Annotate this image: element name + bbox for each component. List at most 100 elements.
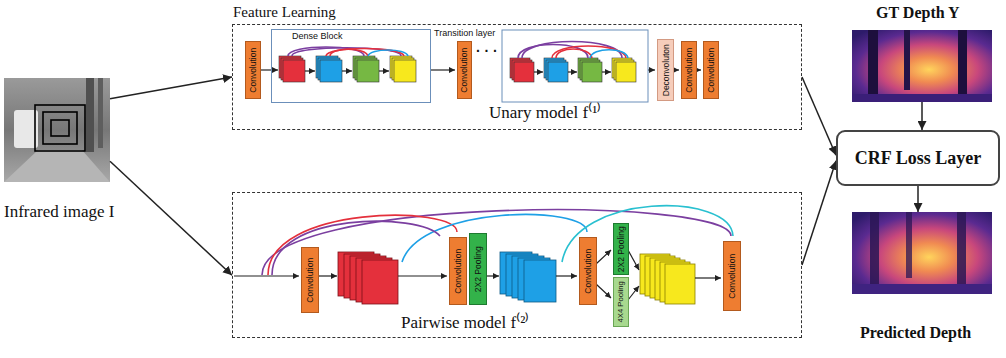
layer-label: 2X2 Pooling (617, 226, 626, 272)
model-label: Pairwise model f⁽²⁾ (401, 313, 529, 333)
pooling-layer: 4X4 Pooling (613, 277, 629, 327)
dense-layers (279, 56, 416, 82)
dense-layers (357, 60, 379, 82)
skip-links (262, 206, 733, 275)
image-caption: GT Depth Y (876, 4, 960, 22)
pooling-layer: 2X2 Pooling (469, 233, 487, 305)
flow-arrow (921, 102, 923, 130)
flow-arrows (695, 277, 721, 278)
feature-maps (500, 252, 556, 302)
dense-layers (394, 60, 416, 82)
flow-arrow (802, 161, 836, 265)
layer-label: 4X4 Pooling (617, 281, 625, 322)
infrared-picture (4, 78, 110, 182)
skip-links (402, 214, 587, 262)
model-group: Pairwise model f⁽²⁾ Convolution Convolutio… (232, 192, 802, 338)
flow-arrows (534, 71, 611, 72)
dense-layers (514, 62, 534, 82)
conv-layer: Convolution (723, 241, 741, 311)
image-caption: Predicted Depth (860, 324, 971, 342)
infrared-picture (86, 78, 94, 152)
infrared-picture (35, 105, 85, 151)
dense-links (552, 46, 626, 58)
infrared-picture (51, 120, 69, 136)
infrared-picture (98, 78, 103, 148)
depth-picture (852, 30, 992, 102)
flow-arrows (628, 250, 639, 270)
depth-picture (852, 284, 992, 294)
depth-picture (904, 30, 910, 90)
dense-layers (548, 62, 568, 82)
flow-arrows (534, 71, 543, 72)
dense-links (590, 50, 628, 58)
feature-maps (524, 260, 556, 302)
flow-arrows (234, 275, 299, 276)
flow-arrows (556, 275, 577, 276)
dense-block-outline (502, 30, 648, 102)
skip-links (262, 210, 731, 275)
layer-label: Convolution (249, 48, 258, 93)
layer-label: Convolution (728, 254, 737, 299)
feature-maps (338, 252, 398, 304)
flow-arrows (568, 71, 577, 72)
depth-picture (852, 94, 992, 102)
dense-links (518, 42, 628, 59)
model-label: Unary model f⁽¹⁾ (489, 103, 601, 123)
depth-picture (868, 30, 878, 96)
dense-layers (616, 62, 636, 82)
skip-links (268, 215, 457, 275)
dense-layers (283, 60, 305, 82)
flow-arrows (305, 70, 315, 71)
layer-label: Convolution (460, 48, 469, 93)
dense-links (556, 49, 592, 58)
depth-picture (852, 30, 992, 102)
dense-layers (320, 60, 342, 82)
dense-links (288, 47, 408, 56)
conv-layer: Convolution (449, 237, 467, 305)
feature-maps (640, 254, 695, 304)
depth-picture (958, 30, 967, 96)
dense-links (368, 50, 408, 56)
loss-box: CRF Loss Layer (836, 130, 1000, 186)
layer-label: 2X2 Pooling (474, 246, 483, 292)
infrared-picture (4, 78, 110, 182)
flow-arrows (430, 69, 455, 70)
conv-layer: Convolution (579, 237, 597, 305)
flow-arrow (802, 77, 836, 155)
infrared-picture (43, 112, 77, 144)
deconv-layer: Deconvoluton (657, 39, 674, 101)
infrared-picture (4, 150, 110, 182)
ellipsis-mark: · · · (476, 44, 498, 58)
feature-maps (362, 260, 398, 304)
conv-layer: Transition layerConvolution (457, 41, 472, 99)
model-label: Feature Learning (233, 4, 336, 21)
flow-arrows (342, 70, 352, 71)
layer-label: Deconvoluton (661, 44, 670, 96)
flow-arrows (486, 275, 499, 276)
depth-picture (906, 212, 912, 278)
pooling-layer: 2X2 Pooling (613, 223, 629, 275)
flow-arrows (379, 70, 389, 71)
feature-maps (665, 264, 695, 304)
depth-picture (852, 212, 992, 294)
layer-label: Convolution (707, 48, 716, 93)
box-label: CRF Loss Layer (855, 148, 981, 169)
layer-label: Transition layer (434, 28, 495, 38)
conv-layer: Convolution (703, 41, 719, 99)
flow-arrow (110, 161, 232, 275)
flow-arrows (602, 71, 611, 72)
dense-layers (510, 58, 636, 82)
flow-arrow (110, 77, 232, 99)
flow-arrows (318, 275, 337, 276)
flow-arrows (596, 250, 611, 264)
conv-layer: Convolution (301, 247, 319, 313)
image-caption: Infrared image I (4, 202, 114, 222)
conv-layer: Convolution (681, 41, 697, 99)
dense-block: Dense Block (271, 29, 431, 103)
layer-label: Convolution (584, 249, 593, 294)
flow-arrows (648, 69, 655, 70)
conv-layer: Convolution (245, 41, 261, 99)
model-group: Feature LearningUnary model f⁽¹⁾Convolut… (232, 24, 802, 130)
skip-links (272, 221, 440, 275)
dense-links (330, 49, 368, 56)
